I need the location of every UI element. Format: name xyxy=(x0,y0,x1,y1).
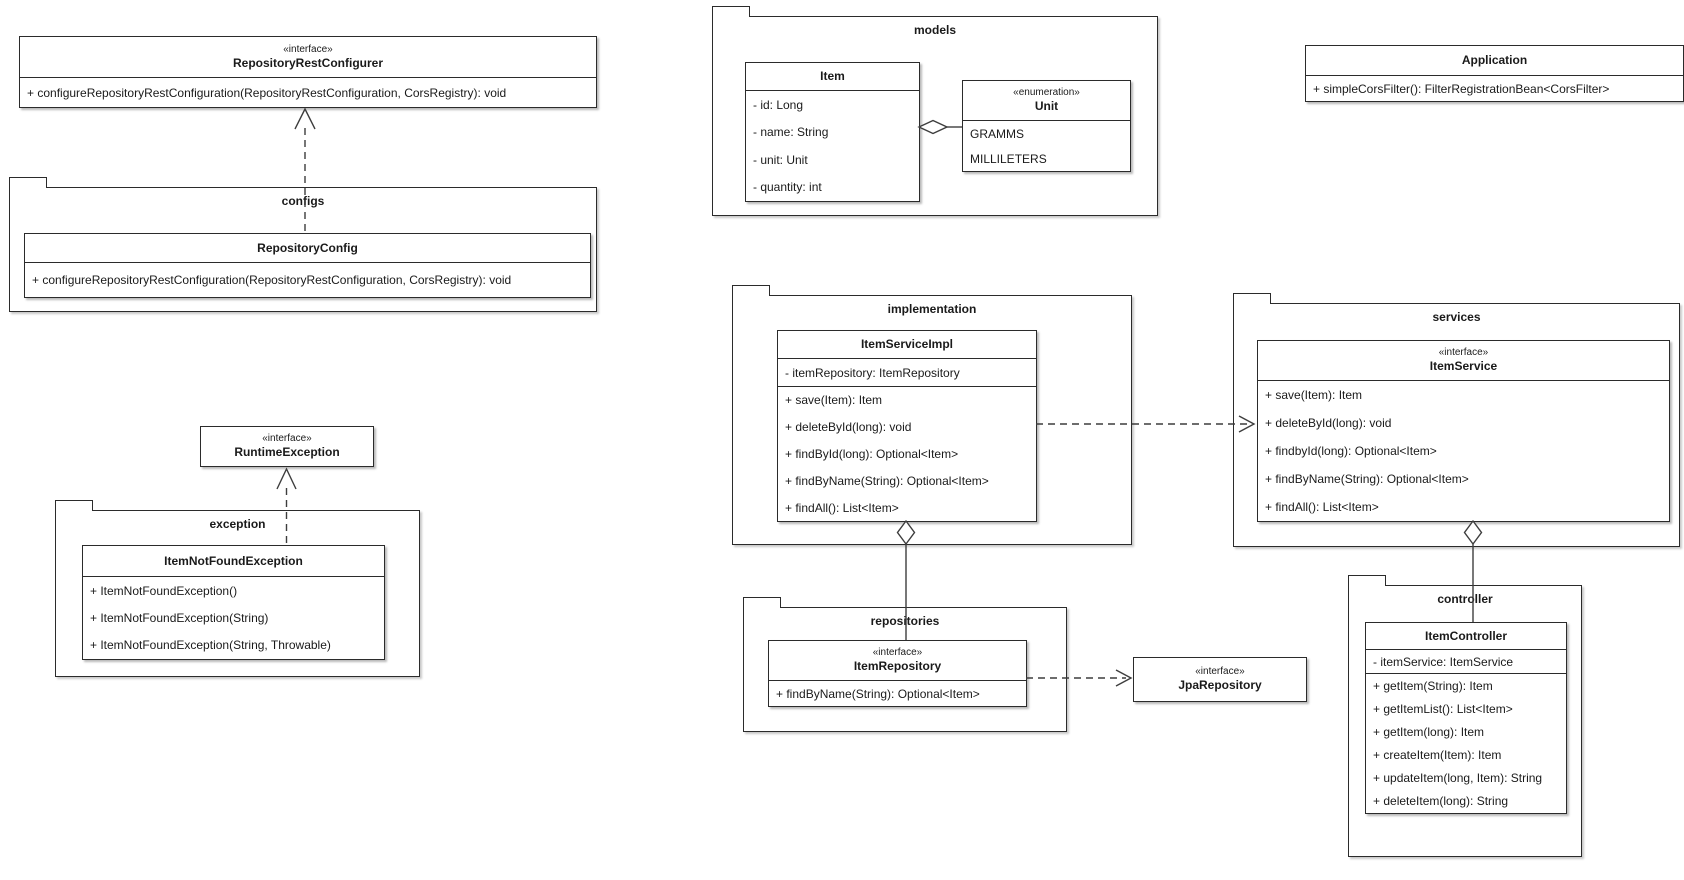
class-item[interactable]: Item - id: Long - name: String - unit: U… xyxy=(745,62,920,202)
class-name: ItemController xyxy=(1424,628,1507,643)
package-tab-icon xyxy=(712,6,750,17)
package-tab-icon xyxy=(1233,293,1271,304)
class-name: Application xyxy=(1461,53,1528,67)
method-row: + getItemList(): List<Item> xyxy=(1373,701,1513,716)
class-header: «interface» RuntimeException xyxy=(201,427,373,466)
method-row: + findById(long): Optional<Item> xyxy=(785,446,959,461)
class-name: JpaRepository xyxy=(1178,678,1262,692)
method-row: + simpleCorsFilter(): FilterRegistration… xyxy=(1313,81,1610,96)
method-row: + deleteById(long): void xyxy=(1265,416,1392,430)
class-header: «interface» ItemService xyxy=(1258,341,1669,381)
package-label: controller xyxy=(1437,592,1493,606)
package-label: exception xyxy=(209,517,266,531)
stereotype-label: «interface» xyxy=(283,43,333,55)
package-label: repositories xyxy=(870,614,940,628)
attribute-row: - name: String xyxy=(753,125,829,140)
class-application[interactable]: Application + simpleCorsFilter(): Filter… xyxy=(1305,45,1684,102)
class-name: RepositoryConfig xyxy=(257,240,358,255)
method-row: + configureRepositoryRestConfiguration(R… xyxy=(32,273,512,287)
method-row: + createItem(Item): Item xyxy=(1373,748,1502,763)
stereotype-label: «interface» xyxy=(872,647,923,658)
class-name: RepositoryRestConfigurer xyxy=(232,55,384,70)
package-tab-icon xyxy=(732,285,770,296)
stereotype-label: «interface» xyxy=(262,433,312,444)
class-header: ItemServiceImpl xyxy=(778,331,1036,359)
class-item-service-impl[interactable]: ItemServiceImpl - itemRepository: ItemRe… xyxy=(777,330,1037,522)
method-row: + deleteItem(long): String xyxy=(1373,794,1509,809)
method-row: + findByName(String): Optional<Item> xyxy=(1265,472,1469,486)
attribute-row: - itemRepository: ItemRepository xyxy=(785,365,960,380)
package-tab-icon xyxy=(743,597,781,608)
class-runtime-exception[interactable]: «interface» RuntimeException xyxy=(200,426,374,467)
interface-item-repository[interactable]: «interface» ItemRepository + findByName(… xyxy=(768,640,1027,707)
stereotype-label: «enumeration» xyxy=(1013,87,1080,98)
package-tab-icon xyxy=(1348,575,1386,586)
package-label: configs xyxy=(281,194,325,208)
class-header: «interface» ItemRepository xyxy=(769,641,1026,681)
attribute-row: - quantity: int xyxy=(753,180,822,195)
class-header: RepositoryConfig xyxy=(25,234,590,263)
package-tab-icon xyxy=(55,500,93,511)
method-row: + updateItem(long, Item): String xyxy=(1373,771,1543,786)
attribute-row: - id: Long xyxy=(753,97,804,112)
stereotype-label: «interface» xyxy=(1438,347,1489,358)
method-row: + findByName(String): Optional<Item> xyxy=(776,686,980,701)
class-name: ItemNotFoundException xyxy=(164,553,303,568)
class-header: Item xyxy=(746,63,919,91)
class-header: Application xyxy=(1306,46,1683,76)
enum-value-row: GRAMMS xyxy=(970,126,1024,141)
class-name: ItemService xyxy=(1429,359,1498,373)
class-header: ItemController xyxy=(1366,623,1566,650)
method-row: + findByName(String): Optional<Item> xyxy=(785,473,989,488)
interface-item-service[interactable]: «interface» ItemService + save(Item): It… xyxy=(1257,340,1670,522)
class-item-not-found-exception[interactable]: ItemNotFoundException + ItemNotFoundExce… xyxy=(82,545,385,660)
method-row: + configureRepositoryRestConfiguration(R… xyxy=(27,85,507,100)
method-row: + findbyId(long): Optional<Item> xyxy=(1265,444,1437,458)
package-label: implementation xyxy=(887,302,977,316)
class-name: ItemServiceImpl xyxy=(860,337,954,351)
method-row: + ItemNotFoundException() xyxy=(90,583,238,598)
method-row: + save(Item): Item xyxy=(1265,388,1363,402)
class-repository-config[interactable]: RepositoryConfig + configureRepositoryRe… xyxy=(24,233,591,298)
class-name: ItemRepository xyxy=(853,659,942,673)
method-row: + ItemNotFoundException(String, Throwabl… xyxy=(90,638,331,653)
package-tab-icon xyxy=(9,177,47,188)
class-name: Item xyxy=(820,69,845,83)
interface-jpa-repository[interactable]: «interface» JpaRepository xyxy=(1133,657,1307,702)
class-header: «interface» RepositoryRestConfigurer xyxy=(20,37,596,78)
package-label: models xyxy=(913,23,956,37)
class-repository-rest-configurer[interactable]: «interface» RepositoryRestConfigurer + c… xyxy=(19,36,597,108)
class-header: «enumeration» Unit xyxy=(963,81,1130,121)
enum-value-row: MILLILETERS xyxy=(970,151,1047,166)
attribute-row: - itemService: ItemService xyxy=(1373,654,1514,669)
class-name: RuntimeException xyxy=(234,445,340,459)
enum-unit[interactable]: «enumeration» Unit GRAMMS MILLILETERS xyxy=(962,80,1131,172)
method-row: + findAll(): List<Item> xyxy=(785,500,899,515)
class-header: ItemNotFoundException xyxy=(83,546,384,577)
stereotype-label: «interface» xyxy=(1195,666,1245,677)
method-row: + getItem(String): Item xyxy=(1366,673,1566,697)
method-row: + findAll(): List<Item> xyxy=(1265,500,1379,514)
class-name: Unit xyxy=(1034,99,1059,113)
method-row: + save(Item): Item xyxy=(778,386,1036,414)
class-header: «interface» JpaRepository xyxy=(1134,658,1306,701)
method-row: + getItem(long): Item xyxy=(1373,724,1485,739)
package-label: services xyxy=(1432,310,1481,324)
class-item-controller[interactable]: ItemController - itemService: ItemServic… xyxy=(1365,622,1567,814)
method-row: + ItemNotFoundException(String) xyxy=(90,610,269,625)
attribute-row: - unit: Unit xyxy=(753,152,808,167)
method-row: + deleteById(long): void xyxy=(785,420,912,435)
